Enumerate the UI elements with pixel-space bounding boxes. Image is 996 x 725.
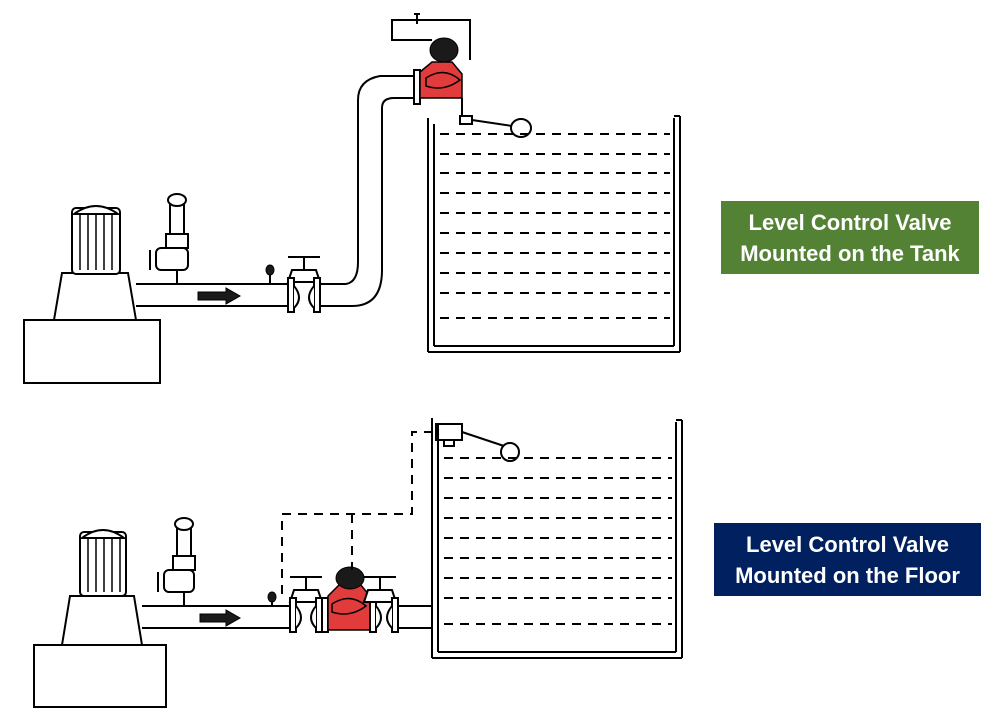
top-system <box>23 13 681 384</box>
pump-icon <box>149 193 189 284</box>
tank-top <box>427 115 681 353</box>
label-valve-on-floor: Level Control Valve Mounted on the Floor <box>714 523 981 596</box>
motor-icon <box>52 205 138 321</box>
pump-icon <box>157 517 196 606</box>
pump-base-bottom <box>33 644 167 708</box>
gate-valve-icon <box>288 576 324 633</box>
flow-arrow-icon <box>197 287 242 305</box>
float-icon <box>500 442 520 462</box>
gate-valve-icon <box>362 576 399 633</box>
pump-base-top <box>23 319 161 384</box>
bottom-system <box>33 418 683 708</box>
gate-valve-icon <box>286 256 322 313</box>
motor-icon <box>60 529 144 646</box>
flow-arrow-icon <box>199 609 242 627</box>
label-top-line1: Level Control Valve <box>748 209 952 235</box>
pressure-gauge-icon <box>265 264 275 284</box>
level-control-valve-icon <box>419 37 463 99</box>
label-bottom-line1: Level Control Valve <box>746 531 949 557</box>
pressure-gauge-icon <box>267 591 277 606</box>
float-icon <box>510 118 532 138</box>
label-valve-on-tank: Level Control Valve Mounted on the Tank <box>721 201 979 274</box>
label-top-line2: Mounted on the Tank <box>740 240 960 266</box>
water-level-bottom <box>444 457 672 625</box>
water-level-top <box>440 133 670 319</box>
label-bottom-line2: Mounted on the Floor <box>735 562 960 588</box>
tank-bottom <box>431 418 683 659</box>
